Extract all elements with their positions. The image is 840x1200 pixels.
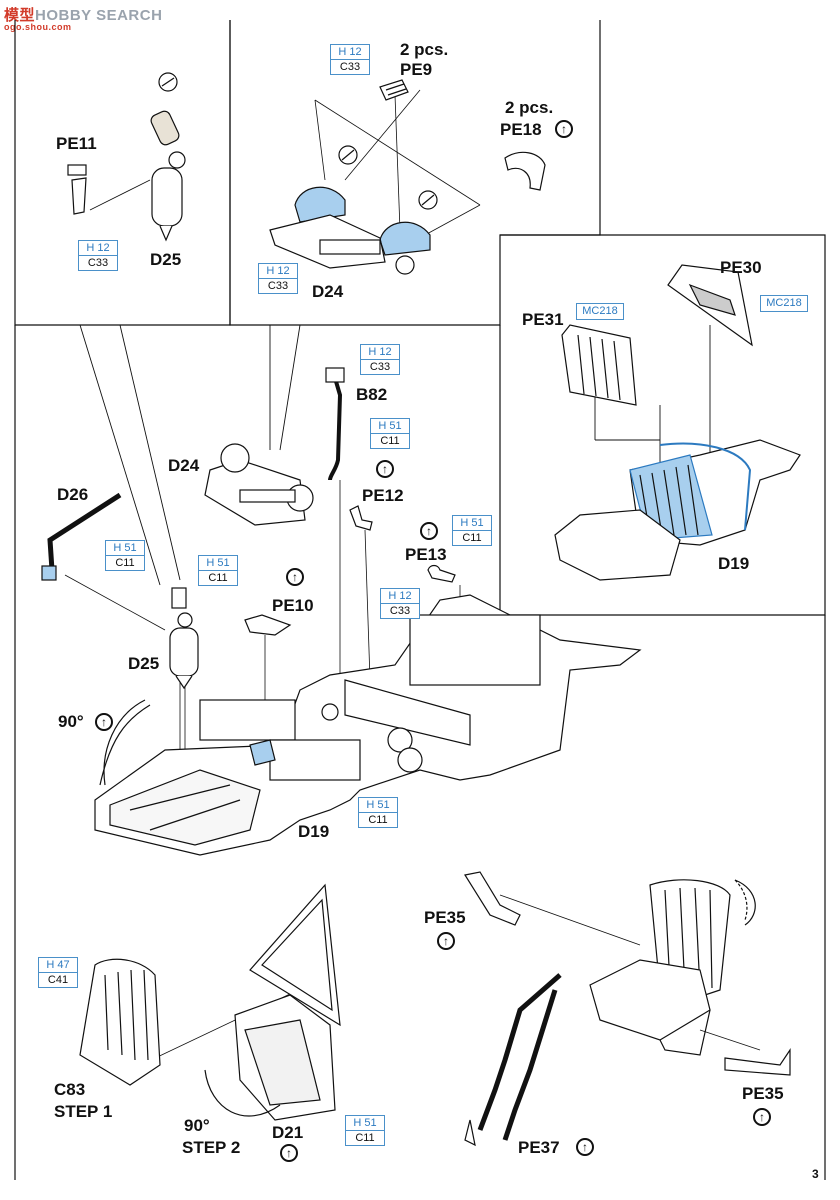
part-pe9 xyxy=(379,79,409,101)
part-d19-right xyxy=(554,439,801,581)
label-d19-mid: D19 xyxy=(298,822,330,841)
glue-icon: ↑ xyxy=(280,1144,298,1162)
label-d19-right: D19 xyxy=(718,554,750,573)
part-d19-main xyxy=(94,594,642,856)
label-step2: STEP 2 xyxy=(182,1138,241,1157)
part-b82 xyxy=(325,367,345,481)
glue-icon: ↑ xyxy=(376,460,394,478)
watermark: 模型HOBBY SEARCH ogo.shou.com xyxy=(4,7,163,32)
glue-icon: ↑ xyxy=(420,522,438,540)
part-c83 xyxy=(79,958,161,1086)
rotation-arrow-bottom xyxy=(204,1069,281,1117)
label-d24-mid: D24 xyxy=(168,456,200,475)
label-pe10: PE10 xyxy=(272,596,314,615)
part-d26 xyxy=(41,492,122,581)
label-d25-top: D25 xyxy=(150,250,182,269)
label-angle-1: 90° xyxy=(58,712,84,731)
label-pe11: PE11 xyxy=(56,134,97,153)
part-pe35-left xyxy=(464,871,521,926)
label-d26: D26 xyxy=(57,485,89,504)
part-d24-mid xyxy=(204,443,314,526)
label-pe30: PE30 xyxy=(720,258,762,277)
paint-tag: MC218 xyxy=(760,295,808,312)
glue-icon: ↑ xyxy=(753,1108,771,1126)
glue-icon: ↑ xyxy=(437,932,455,950)
part-seat-right xyxy=(589,879,748,1056)
label-d24-top: D24 xyxy=(312,282,344,301)
rotation-arrow-left xyxy=(103,699,146,786)
label-pe9: PE9 xyxy=(400,60,433,79)
part-d25-top xyxy=(150,72,186,242)
label-pe37: PE37 xyxy=(518,1138,560,1157)
glue-icon: ↑ xyxy=(555,120,573,138)
paint-tag: MC218 xyxy=(576,303,624,320)
label-d21: D21 xyxy=(272,1123,304,1142)
label-step1: STEP 1 xyxy=(54,1102,113,1121)
rotate-arrow-icon: ↑ xyxy=(95,713,113,731)
part-d21 xyxy=(234,883,341,1121)
panel-borders xyxy=(14,20,826,1180)
rotation-arrow-seat xyxy=(734,879,756,926)
label-pe9-count: 2 pcs. xyxy=(400,40,449,59)
label-angle-2: 90° xyxy=(184,1116,210,1135)
callout-lines xyxy=(79,324,711,586)
page-number: 3 xyxy=(812,1167,819,1181)
glue-icon: ↑ xyxy=(576,1138,594,1156)
label-c83: C83 xyxy=(54,1080,86,1099)
glue-icon: ↑ xyxy=(286,568,304,586)
part-pe13 xyxy=(427,564,456,583)
part-pe12 xyxy=(349,505,373,531)
part-pe37 xyxy=(464,973,562,1147)
part-d24-top xyxy=(269,145,438,275)
part-pe18 xyxy=(504,151,546,191)
label-pe18-count: 2 pcs. xyxy=(505,98,554,117)
part-pe35-right xyxy=(724,1048,791,1076)
label-d25-mid: D25 xyxy=(128,654,160,673)
label-pe13: PE13 xyxy=(405,545,447,564)
part-pe30 xyxy=(667,264,753,347)
part-pe10 xyxy=(244,614,292,636)
part-pe31 xyxy=(561,324,637,406)
label-pe35-left: PE35 xyxy=(424,908,466,927)
part-pe11 xyxy=(67,164,87,215)
part-d25-mid xyxy=(169,587,199,690)
label-pe12: PE12 xyxy=(362,486,404,505)
label-pe18: PE18 xyxy=(500,120,542,139)
label-b82: B82 xyxy=(356,385,388,404)
label-pe31: PE31 xyxy=(522,310,564,329)
label-pe35-right: PE35 xyxy=(742,1084,784,1103)
